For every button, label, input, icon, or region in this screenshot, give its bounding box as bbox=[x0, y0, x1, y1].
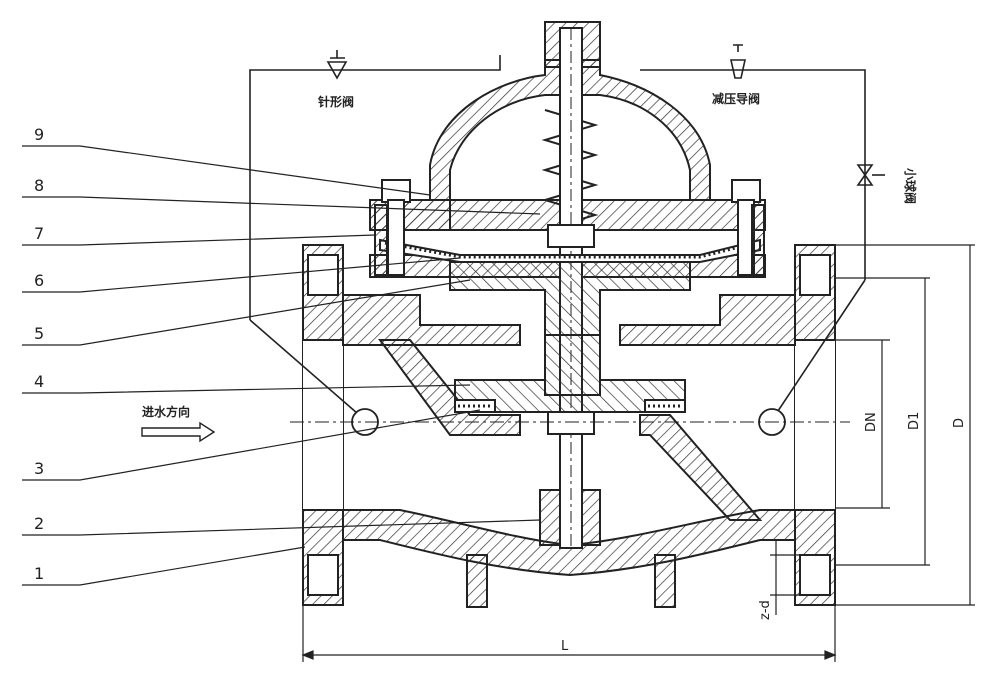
part-number-6: 6 bbox=[34, 271, 44, 290]
ball-valve-label: 小球阀 bbox=[903, 168, 918, 204]
dim-D-label: D bbox=[952, 418, 967, 428]
part-number-4: 4 bbox=[34, 372, 44, 391]
part-number-5: 5 bbox=[34, 324, 44, 343]
dimension-lines bbox=[301, 244, 975, 662]
bolts bbox=[374, 179, 765, 276]
part-number-1: 1 bbox=[34, 564, 44, 583]
pilot-piping bbox=[249, 44, 885, 421]
part-number-2: 2 bbox=[34, 514, 44, 533]
leader-lines bbox=[22, 145, 541, 586]
disc bbox=[449, 261, 691, 413]
dim-zd-label: z-d bbox=[758, 600, 773, 620]
dim-DN-label: DN bbox=[864, 412, 879, 432]
part-number-3: 3 bbox=[34, 459, 44, 478]
pressure-pilot-label: 减压导阀 bbox=[712, 91, 760, 106]
flow-arrow-icon bbox=[141, 421, 216, 443]
part-number-7: 7 bbox=[34, 224, 44, 243]
flow-direction-label: 进水方向 bbox=[142, 404, 190, 419]
part-number-labels: 9 8 7 6 5 4 3 2 1 bbox=[34, 125, 44, 583]
dim-L-label: L bbox=[561, 639, 569, 654]
needle-valve-label: 针形阀 bbox=[318, 94, 354, 109]
valve-body bbox=[302, 244, 836, 608]
part-number-9: 9 bbox=[34, 125, 44, 144]
part-number-8: 8 bbox=[34, 176, 44, 195]
dim-D1-label: D1 bbox=[907, 412, 922, 430]
